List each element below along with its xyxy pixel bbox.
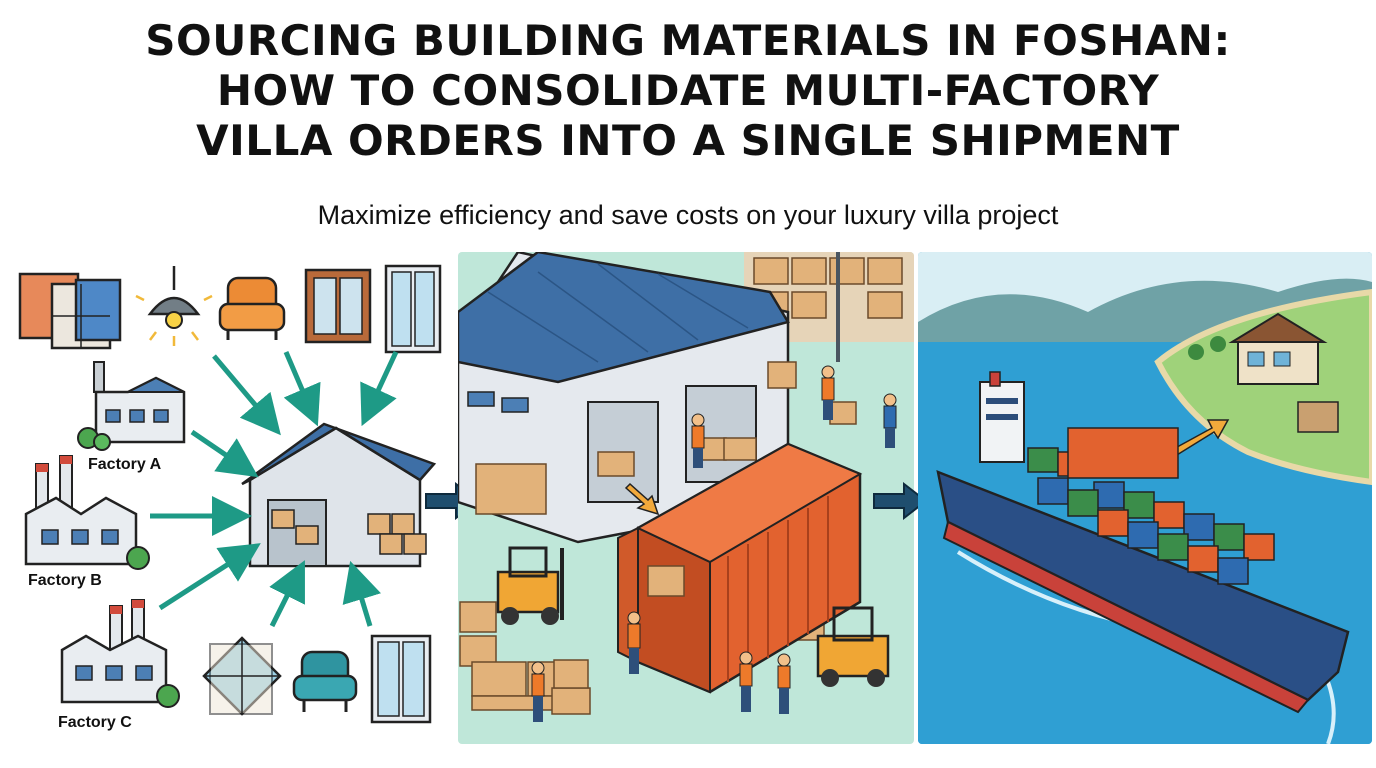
armchair-icon (218, 276, 286, 340)
warehouse-loading-illustration (458, 252, 914, 722)
factory-c-label: Factory C (58, 714, 132, 731)
flow-arrow-to-ship (873, 482, 928, 520)
title-line-3: VILLA ORDERS INTO A SINGLE SHIPMENT (196, 116, 1180, 165)
workers (531, 365, 897, 722)
window-frame-icon (304, 268, 372, 344)
shipping-illustration (918, 252, 1372, 744)
shipping-panel (918, 252, 1372, 744)
warehouse-loading-panel (458, 252, 914, 744)
tiles-icon (18, 272, 122, 350)
container-ship (936, 371, 1350, 714)
factory-c-illustration (60, 599, 180, 708)
consolidation-warehouse (241, 422, 437, 568)
villa-island (1154, 288, 1372, 486)
pendant-lamp-icon (135, 266, 213, 346)
title-line-1: SOURCING BUILDING MATERIALS IN FOSHAN: (145, 16, 1231, 65)
delivery-arrow (1166, 419, 1230, 460)
forklift-left (496, 546, 564, 625)
factory-b-illustration (24, 455, 150, 570)
sourcing-illustration (18, 264, 442, 724)
title-line-2: HOW TO CONSOLIDATE MULTI-FACTORY (216, 66, 1160, 115)
door-window-icon (370, 634, 432, 724)
converging-arrows (150, 350, 399, 628)
sourcing-panel: Factory A Factory B Factory C (6, 252, 452, 744)
teal-armchair-icon (292, 650, 358, 712)
page-subtitle: Maximize efficiency and save costs on yo… (317, 200, 1059, 230)
pallet-stacks (459, 361, 857, 715)
sliding-window-icon (384, 264, 442, 354)
factory-b-label: Factory B (28, 572, 102, 589)
factory-a-label: Factory A (88, 456, 162, 473)
forklift-right (816, 606, 890, 687)
loading-arrow (624, 482, 660, 516)
page-title: SOURCING BUILDING MATERIALS IN FOSHAN: H… (0, 16, 1376, 166)
factory-a-illustration (77, 361, 186, 451)
marble-tile-icon (202, 636, 282, 716)
